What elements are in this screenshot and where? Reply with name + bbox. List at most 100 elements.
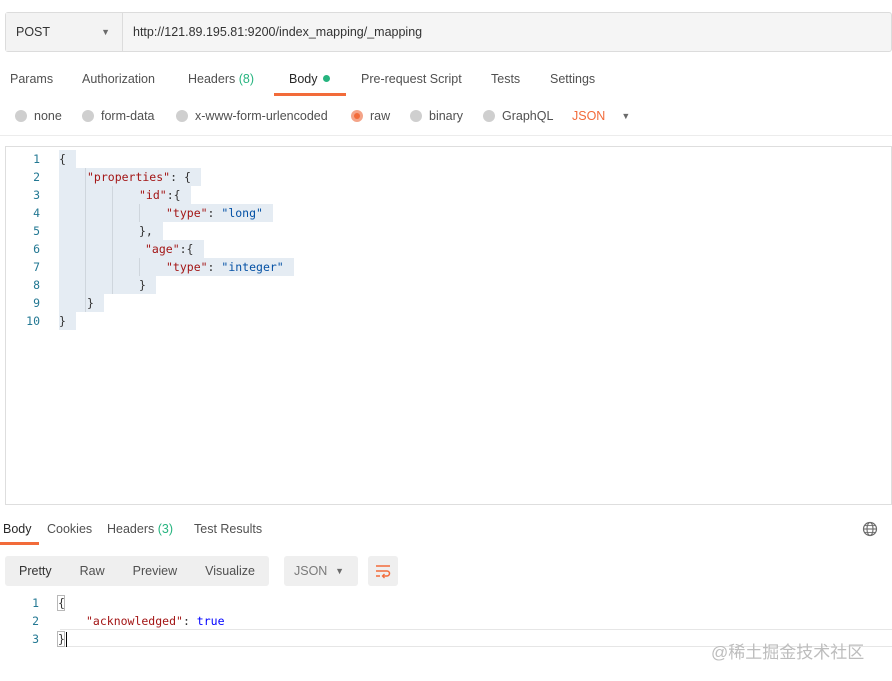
radio-none[interactable]: none xyxy=(15,104,62,128)
radio-circle-selected xyxy=(351,110,363,122)
tab-headers[interactable]: Headers (8) xyxy=(188,66,254,96)
code-token: } xyxy=(59,314,66,328)
url-input[interactable]: http://121.89.195.81:9200/index_mapping/… xyxy=(123,13,891,51)
text-cursor xyxy=(65,632,67,647)
response-tab-cookies[interactable]: Cookies xyxy=(47,516,92,546)
view-visualize-button[interactable]: Visualize xyxy=(205,564,255,578)
selection-highlight xyxy=(59,150,76,168)
globe-icon[interactable] xyxy=(862,521,878,537)
line-number: 6 xyxy=(33,242,40,256)
line-number: 5 xyxy=(33,224,40,238)
method-select[interactable]: POST ▼ xyxy=(6,13,123,51)
view-pretty-button[interactable]: Pretty xyxy=(19,564,52,578)
code-token: } xyxy=(58,632,65,646)
response-tab-headers[interactable]: Headers (3) xyxy=(107,516,173,546)
selection-highlight xyxy=(59,276,156,294)
wrap-lines-button[interactable] xyxy=(368,556,398,586)
code-line: { xyxy=(59,150,66,168)
tab-label: Cookies xyxy=(47,522,93,536)
bracket-match-highlight xyxy=(57,631,65,647)
code-token: : xyxy=(182,614,197,628)
tab-label: Headers xyxy=(107,522,155,536)
code-token: "integer" xyxy=(221,260,284,274)
radio-label: raw xyxy=(370,109,391,123)
tab-label: Body xyxy=(289,72,318,86)
radio-circle xyxy=(410,110,422,122)
code-token: { xyxy=(59,152,66,166)
response-format-select[interactable]: JSON ▼ xyxy=(284,556,358,586)
code-token: : xyxy=(207,206,222,220)
wrap-lines-icon xyxy=(376,565,391,579)
tab-label: Pre-request Script xyxy=(361,72,462,86)
line-number: 7 xyxy=(33,260,40,274)
headers-count: (3) xyxy=(157,522,174,536)
response-tab-body[interactable]: Body xyxy=(3,516,32,546)
response-tab-test-results[interactable]: Test Results xyxy=(194,516,262,546)
radio-circle xyxy=(82,110,94,122)
tab-params[interactable]: Params xyxy=(10,66,53,96)
code-line: "properties": { xyxy=(87,168,191,186)
tab-pre-request-script[interactable]: Pre-request Script xyxy=(361,66,462,96)
radio-label: GraphQL xyxy=(502,109,554,123)
line-number: 10 xyxy=(26,314,40,328)
tab-label: Test Results xyxy=(194,522,263,536)
line-number: 8 xyxy=(33,278,40,292)
code-line: } xyxy=(59,312,66,330)
tab-label: Tests xyxy=(491,72,521,86)
radio-graphql[interactable]: GraphQL xyxy=(483,104,553,128)
tab-label: Headers xyxy=(188,72,236,86)
tab-label: Authorization xyxy=(82,72,155,86)
caret-down-icon: ▼ xyxy=(101,27,110,37)
selection-highlight xyxy=(59,186,191,204)
code-line: "type": "long" xyxy=(166,204,263,222)
radio-x-www-form-urlencoded[interactable]: x-www-form-urlencoded xyxy=(176,104,328,128)
code-line: } xyxy=(58,630,65,648)
code-token: "acknowledged" xyxy=(86,614,183,628)
code-token: : { xyxy=(170,170,191,184)
view-raw-button[interactable]: Raw xyxy=(79,564,105,578)
radio-circle xyxy=(15,110,27,122)
caret-down-icon: ▼ xyxy=(335,566,344,576)
code-token: }, xyxy=(139,224,153,238)
language-value: JSON xyxy=(572,109,606,123)
indent-guide xyxy=(139,258,140,276)
line-number: 2 xyxy=(32,614,39,628)
radio-label: none xyxy=(34,109,62,123)
radio-binary[interactable]: binary xyxy=(410,104,463,128)
radio-circle xyxy=(483,110,495,122)
language-select[interactable]: JSON▼ xyxy=(572,104,630,128)
tab-body[interactable]: Body xyxy=(289,66,330,96)
code-token: true xyxy=(196,614,225,628)
code-line: { xyxy=(58,594,65,612)
indent-guide xyxy=(112,186,113,294)
code-line: "type": "integer" xyxy=(166,258,284,276)
code-token: :{ xyxy=(179,242,194,256)
line-number: 2 xyxy=(33,170,40,184)
selection-highlight xyxy=(59,294,104,312)
view-preview-button[interactable]: Preview xyxy=(132,564,178,578)
code-line: "age":{ xyxy=(145,240,193,258)
active-tab-indicator xyxy=(274,93,346,96)
tab-tests[interactable]: Tests xyxy=(491,66,520,96)
code-line: }, xyxy=(139,222,153,240)
current-line-highlight xyxy=(60,629,892,647)
tab-settings[interactable]: Settings xyxy=(550,66,595,96)
selection-highlight xyxy=(59,240,204,258)
response-view-toolbar: Pretty Raw Preview Visualize xyxy=(5,556,269,586)
request-tabs: Params Authorization Headers (8) Body Pr… xyxy=(0,66,892,96)
selection-highlight xyxy=(59,258,294,276)
code-token: : xyxy=(207,260,222,274)
tab-authorization[interactable]: Authorization xyxy=(82,66,155,96)
code-token: { xyxy=(58,596,65,610)
modified-dot-icon xyxy=(322,75,330,82)
code-token: } xyxy=(139,278,146,292)
method-value: POST xyxy=(16,25,51,39)
code-token: "type" xyxy=(166,206,208,220)
code-line: "acknowledged": true xyxy=(86,612,225,630)
tab-label: Settings xyxy=(550,72,596,86)
code-token: "long" xyxy=(221,206,263,220)
radio-raw[interactable]: raw xyxy=(351,104,390,128)
body-type-options: none form-data x-www-form-urlencoded raw… xyxy=(0,104,892,128)
radio-form-data[interactable]: form-data xyxy=(82,104,155,128)
